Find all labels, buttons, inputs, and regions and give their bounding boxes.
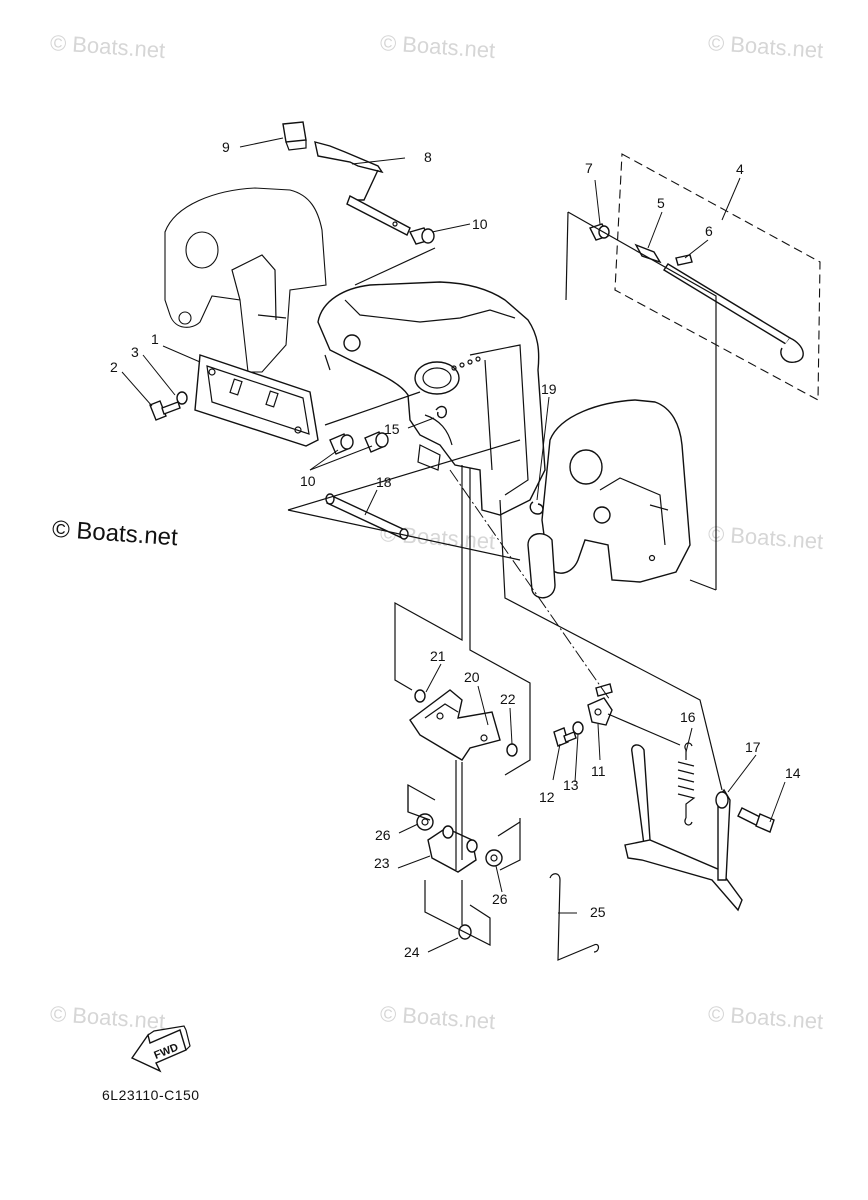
part-10-bushing-top xyxy=(408,227,435,245)
label-part-7: 7 xyxy=(585,160,593,176)
part-16-spring xyxy=(677,742,696,826)
part-11-lever-bracket xyxy=(587,683,613,726)
part-12-bolt xyxy=(553,727,577,747)
label-part-6: 6 xyxy=(705,223,713,239)
label-part-10-lower: 10 xyxy=(300,473,316,489)
part-20-stopper-bracket xyxy=(409,689,501,761)
part-25-rod xyxy=(549,873,600,961)
part-19-clip xyxy=(529,501,544,515)
label-part-9: 9 xyxy=(222,139,230,155)
part-14-bolt xyxy=(737,807,775,833)
part-8-tilt-lever xyxy=(314,141,411,236)
group-4-boundary xyxy=(614,153,821,401)
part-3-washer xyxy=(176,391,188,405)
part-6-spring-pin xyxy=(675,254,693,266)
part-26-collar-a xyxy=(416,813,434,831)
diagram-code: 6L23110-C150 xyxy=(102,1087,200,1103)
label-part-3: 3 xyxy=(131,344,139,360)
part-2-bolt xyxy=(149,400,181,421)
label-part-15: 15 xyxy=(384,421,400,437)
label-part-12: 12 xyxy=(539,789,555,805)
label-part-22: 22 xyxy=(500,691,516,707)
part-21-collar xyxy=(414,689,426,703)
label-part-14: 14 xyxy=(785,765,801,781)
label-part-11: 11 xyxy=(591,763,606,779)
label-part-21: 21 xyxy=(430,648,446,664)
part-18-shaft xyxy=(325,493,409,540)
label-part-13: 13 xyxy=(563,777,579,793)
label-part-5: 5 xyxy=(657,195,665,211)
label-part-17: 17 xyxy=(745,739,761,755)
assembly-guide-lines xyxy=(287,211,723,946)
part-22-collar xyxy=(506,743,518,757)
part-26-collar-b xyxy=(485,849,503,867)
label-part-16: 16 xyxy=(680,709,696,725)
fwd-arrow-icon: FWD xyxy=(130,1025,191,1073)
part-15-clip xyxy=(435,405,448,419)
clamp-bracket-left-outline xyxy=(164,187,327,373)
part-13-washer xyxy=(572,721,584,735)
label-part-25: 25 xyxy=(590,904,606,920)
label-part-24: 24 xyxy=(404,944,420,960)
label-part-20: 20 xyxy=(464,669,480,685)
label-part-2: 2 xyxy=(110,359,118,375)
swivel-bracket xyxy=(317,281,546,516)
part-17-shift-lever xyxy=(624,744,743,912)
part-number-labels: 9 8 10 1 3 2 10 15 18 19 7 5 6 4 21 20 2… xyxy=(110,139,801,960)
label-part-19: 19 xyxy=(541,381,557,397)
part-1-plate xyxy=(194,354,319,447)
label-part-26-left: 26 xyxy=(375,827,391,843)
label-part-10-top: 10 xyxy=(472,216,488,232)
label-part-4: 4 xyxy=(736,161,744,177)
clamp-bracket-right xyxy=(527,399,691,599)
label-part-18: 18 xyxy=(376,474,392,490)
part-23-stopper xyxy=(427,825,478,873)
label-part-26-right: 26 xyxy=(492,891,508,907)
label-part-23: 23 xyxy=(374,855,390,871)
leader-lines xyxy=(121,137,786,953)
label-part-8: 8 xyxy=(424,149,432,165)
label-part-1: 1 xyxy=(151,331,159,347)
part-9-cap xyxy=(282,121,307,151)
